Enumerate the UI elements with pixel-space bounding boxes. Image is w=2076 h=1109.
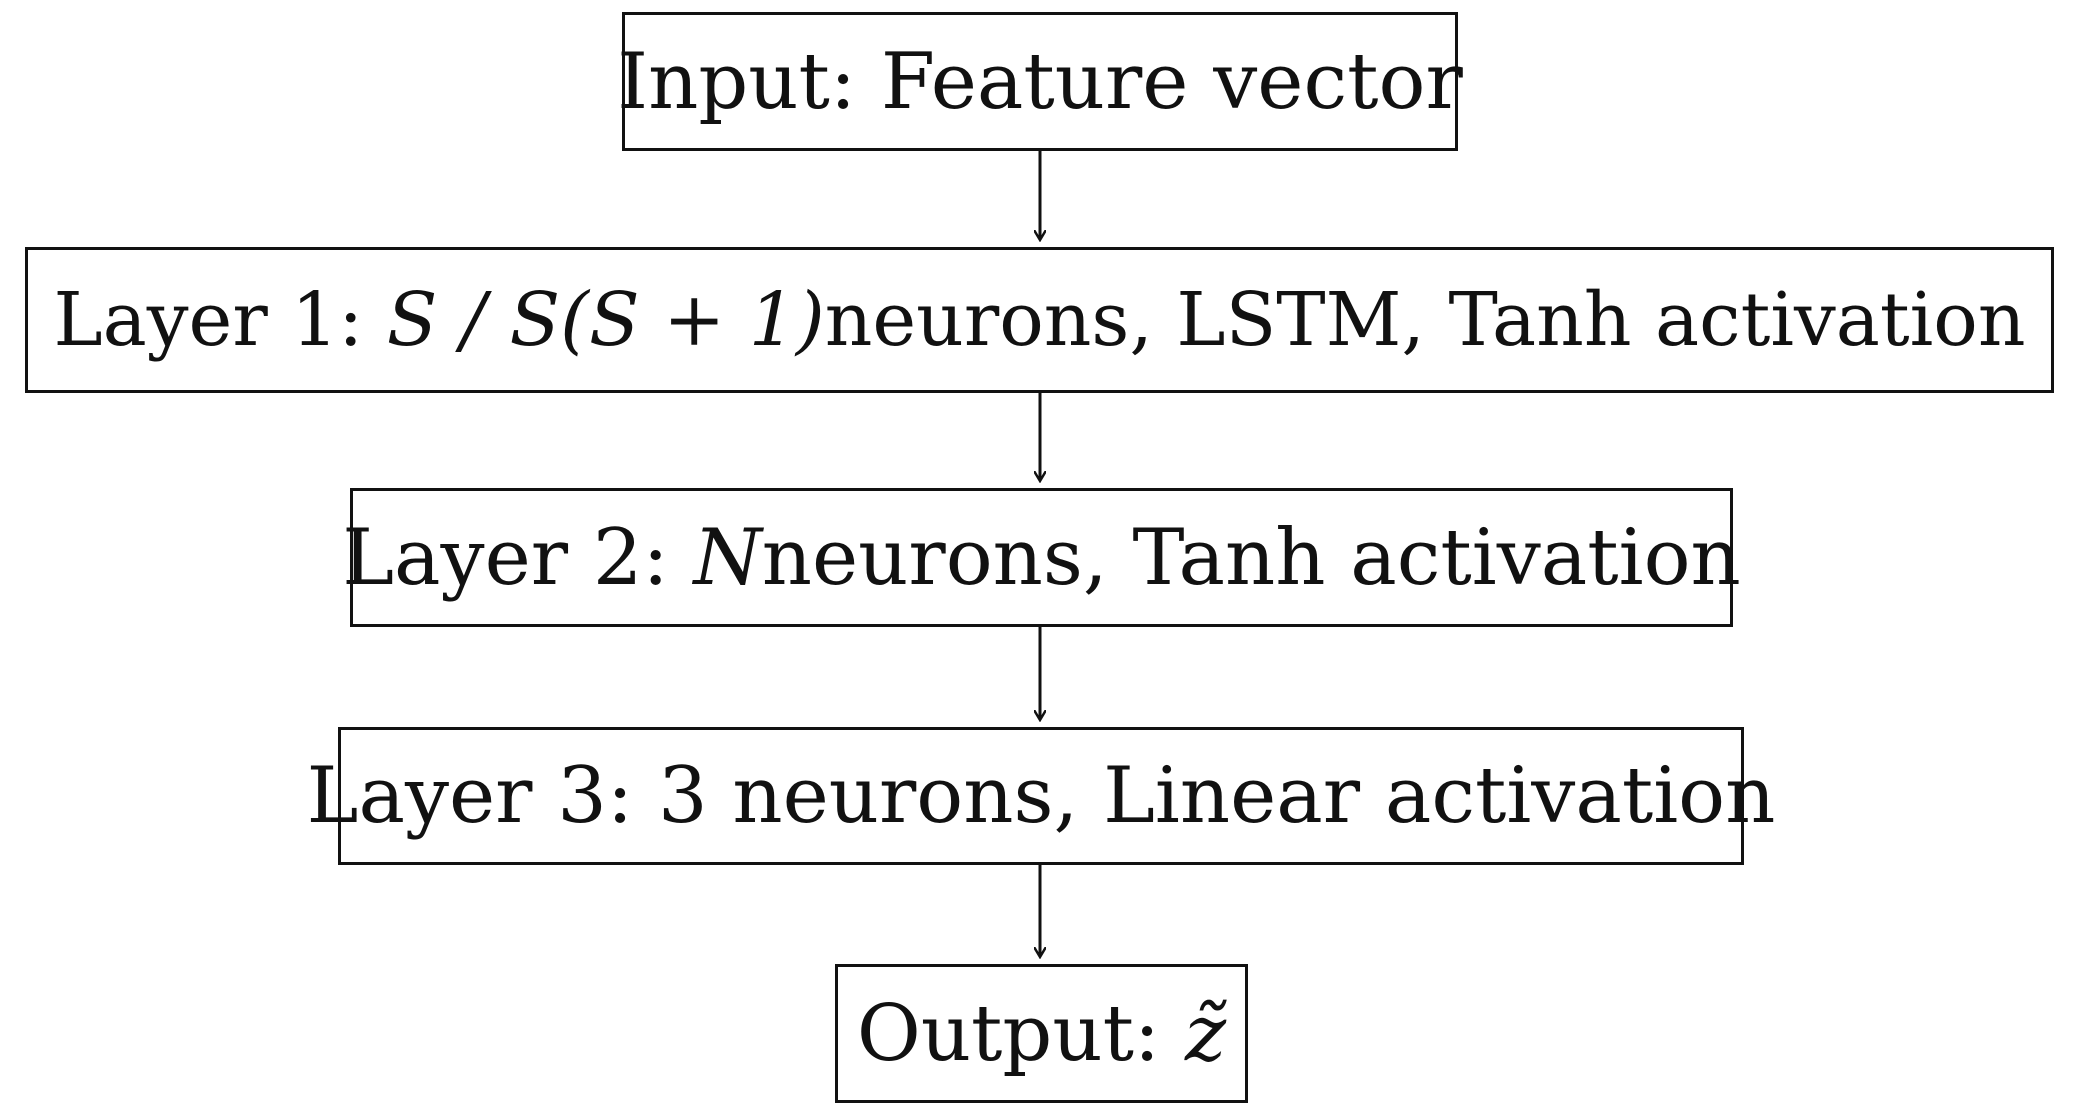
node-layer-2: Layer 2: N neurons, Tanh activation	[342, 488, 1741, 627]
node-input: Input: Feature vector	[617, 12, 1463, 151]
node-layer-1: Layer 1: S / S(S + 1) neurons, LSTM, Tan…	[25, 247, 2054, 393]
node-output-math: z̃	[1185, 988, 1227, 1079]
node-output-prefix: Output:	[856, 988, 1161, 1079]
node-layer-3: Layer 3: 3 neurons, Linear activation	[307, 727, 1775, 865]
node-input-label: Input: Feature vector	[617, 36, 1463, 127]
node-layer-2-prefix: Layer 2:	[342, 512, 669, 603]
node-layer-1-suffix: neurons, LSTM, Tanh activation	[824, 277, 2026, 363]
node-layer-2-math: N	[693, 512, 762, 603]
node-layer-2-suffix: neurons, Tanh activation	[761, 512, 1741, 603]
node-layer-3-label: Layer 3: 3 neurons, Linear activation	[306, 751, 1776, 841]
node-layer-1-math: S / S(S + 1)	[386, 277, 825, 363]
node-layer-1-prefix: Layer 1:	[53, 277, 364, 363]
node-output: Output: z̃	[835, 964, 1248, 1103]
